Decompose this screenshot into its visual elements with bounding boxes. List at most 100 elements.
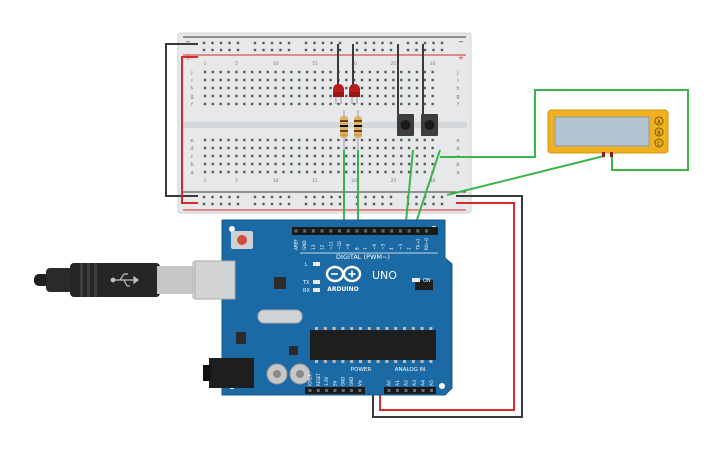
analog-pin-hole[interactable] [396,389,399,392]
wire-sensor-b[interactable] [446,155,605,196]
breadboard-hole [298,146,301,150]
breadboard-hole [266,162,269,166]
breadboard-hole [321,202,325,206]
breadboard-hole [368,146,372,150]
digital-pin-hole[interactable] [416,229,420,233]
breadboard-hole [304,202,308,206]
breadboard-hole [211,138,215,142]
digital-pin-hole[interactable] [329,229,333,233]
breadboard-hole [290,102,293,106]
digital-pin-hole[interactable] [381,229,385,233]
sensor-module[interactable]: A B C [547,109,669,157]
terminal-holes [203,70,434,174]
breadboard-hole [423,102,426,106]
power-pin-hole[interactable] [333,389,337,392]
breadboard-hole [258,70,262,74]
breadboard-hole [376,102,379,106]
analog-header[interactable] [384,387,436,394]
power-pin-hole[interactable] [358,389,362,392]
breadboard-hole [313,78,317,82]
digital-pin-hole[interactable] [390,229,394,233]
breadboard-hole [279,48,282,52]
led-1[interactable] [333,84,344,104]
power-pin-hole[interactable] [308,389,312,392]
breadboard-hole [400,154,403,158]
row-letter: b [456,162,459,168]
wire-sensor-a[interactable] [440,89,689,171]
breadboard-hole [290,138,293,142]
digital-pin-hole[interactable] [303,229,307,233]
power-pin-label: 3.3V [324,377,329,386]
breadboard-hole [360,170,364,174]
wire-5v-left[interactable] [181,56,198,204]
breadboard-hole [415,70,419,74]
breadboard-hole [360,162,364,166]
breadboard-hole [298,162,301,166]
breadboard-hole [384,78,387,82]
breadboard-hole [219,154,222,158]
row-letter: a [456,170,459,176]
pushbutton-2[interactable] [421,114,438,136]
analog-pin-hole[interactable] [421,389,425,392]
pushbutton-1[interactable] [397,114,414,136]
sensor-pin-b-icon [654,127,664,137]
wire-gnd-right[interactable] [372,195,523,418]
digital-pin-label: ~9 [346,243,351,250]
analog-pin-hole[interactable] [404,389,408,392]
analog-pin-hole[interactable] [387,389,391,392]
breadboard-hole [384,154,387,158]
breadboard-hole [368,70,372,74]
breadboard-hole [274,146,277,150]
digital-pin-hole[interactable] [398,229,402,233]
breadboard-hole [415,154,419,158]
breadboard-hole [345,138,348,142]
breadboard-hole [282,146,285,150]
breadboard-hole [392,102,395,106]
wire-5v-right[interactable] [379,202,515,411]
digital-pin-hole[interactable] [407,229,411,233]
power-pin-hole[interactable] [341,389,345,392]
sensor-pin-a-label: A [657,120,661,126]
breadboard-hole [211,202,214,206]
breadboard-hole [262,48,265,52]
column-number: 20 [351,61,357,67]
resistor-1[interactable] [340,110,348,150]
rail-minus-label: − [185,38,191,46]
power-pin-hole[interactable] [316,389,320,392]
power-pin-hole[interactable] [325,389,329,392]
reset-button-cap[interactable] [237,235,247,245]
digital-pin-hole[interactable] [311,229,315,233]
resistor-2[interactable] [354,110,362,150]
led-2[interactable] [349,84,360,104]
breadboard-hole [274,138,277,142]
breadboard-hole [298,154,301,158]
power-pin-hole[interactable] [350,389,353,392]
breadboard-hole [407,146,411,150]
breadboard-hole [258,78,262,82]
breadboard-hole [392,154,395,158]
digital-pin-hole[interactable] [364,229,368,233]
digital-pin-hole[interactable] [338,229,341,233]
breadboard-hole [290,146,293,150]
led-on-label: ON [423,278,431,284]
digital-pin-hole[interactable] [425,229,428,233]
breadboard-hole [376,162,379,166]
breadboard-hole [372,195,376,199]
wire-button2-signal[interactable] [412,149,441,233]
breadboard-hole [381,48,384,52]
analog-pin-hole[interactable] [430,389,433,392]
breadboard-hole [211,41,214,45]
wire-button1-signal[interactable] [404,149,414,233]
digital-pin-hole[interactable] [372,229,376,233]
breadboard-hole [431,94,434,98]
power-pin-label: IOREF [308,373,313,386]
breadboard-hole [376,78,379,82]
digital-pin-hole[interactable] [294,229,298,233]
breadboard-hole [227,78,230,82]
analog-pin-hole[interactable] [413,389,416,392]
digital-pin-hole[interactable] [346,229,350,233]
breadboard-hole [266,70,269,74]
digital-pin-hole[interactable] [320,229,324,233]
digital-pin-hole[interactable] [355,229,359,233]
